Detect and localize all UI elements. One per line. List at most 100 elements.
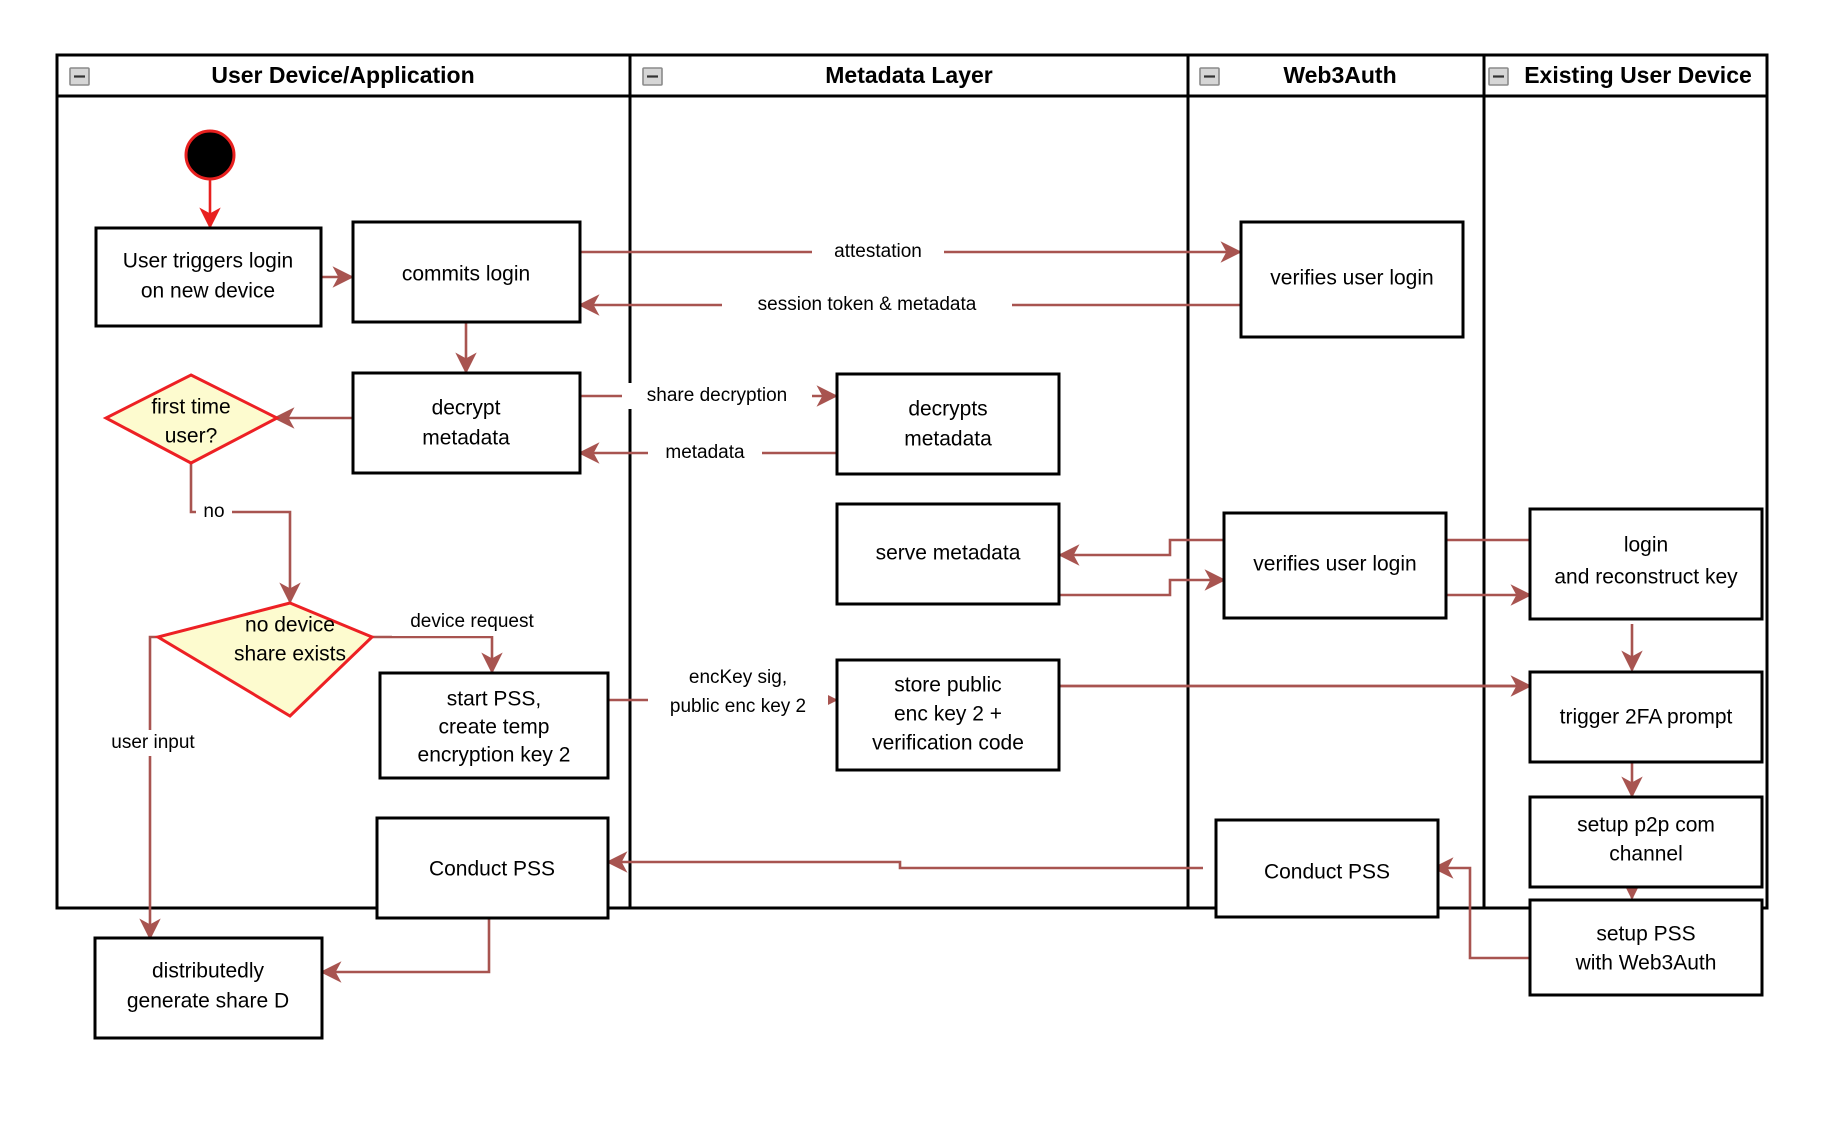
edge-labels: attestation session token & metadata sha… bbox=[96, 239, 1012, 756]
edge-serve-metadata-to-verifies bbox=[1060, 569, 1226, 597]
edge-label-no: no bbox=[203, 501, 224, 522]
node-label-line-1: Conduct PSS bbox=[429, 858, 555, 881]
node-login-and-reconstruct-key[interactable]: login and reconstruct key bbox=[1528, 507, 1764, 621]
node-box[interactable] bbox=[1214, 818, 1440, 919]
label-bg bbox=[96, 730, 211, 756]
node-verifies-user-login-top[interactable]: verifies user login bbox=[1239, 220, 1465, 339]
node-verifies-user-login-mid[interactable]: verifies user login bbox=[1222, 511, 1448, 620]
node-label-line-1: User triggers login bbox=[123, 250, 293, 273]
node-serve-metadata[interactable]: serve metadata bbox=[835, 502, 1061, 606]
node-label-line-3: encryption key 2 bbox=[418, 744, 571, 767]
edge-label-user-input: user input bbox=[111, 732, 195, 753]
node-label-line-1: setup PSS bbox=[1596, 923, 1695, 946]
lane-header-user-device[interactable]: User Device/Application bbox=[69, 62, 475, 88]
node-box[interactable] bbox=[351, 371, 582, 475]
node-distributedly-generate-share-d[interactable]: distributedly generate share D bbox=[93, 936, 324, 1040]
node-label-line-2: metadata bbox=[422, 427, 510, 450]
node-label-line-2: user? bbox=[165, 425, 218, 448]
label-bg bbox=[648, 440, 762, 466]
node-no-device-share-exists[interactable]: no device share exists bbox=[154, 601, 375, 718]
lane-title-web3auth: Web3Auth bbox=[1283, 62, 1396, 88]
node-label-line-1: login bbox=[1624, 534, 1668, 557]
edge-label-enckey-sig-line-1: encKey sig, bbox=[689, 667, 787, 688]
node-box[interactable] bbox=[378, 671, 610, 780]
node-box[interactable] bbox=[93, 936, 324, 1040]
label-bg bbox=[196, 499, 232, 525]
edge-device-request bbox=[370, 635, 503, 674]
label-bg bbox=[648, 666, 828, 720]
node-label-line-1: distributedly bbox=[152, 960, 265, 983]
lane-title-existing-device: Existing User Device bbox=[1524, 62, 1752, 88]
node-trigger-2fa-prompt[interactable]: trigger 2FA prompt bbox=[1528, 670, 1764, 764]
node-user-triggers-login[interactable]: User triggers login on new device bbox=[94, 226, 323, 328]
edge-label-metadata: metadata bbox=[665, 442, 745, 463]
node-label-line-3: verification code bbox=[872, 732, 1024, 755]
lane-frame bbox=[55, 53, 1769, 910]
node-label-line-1: trigger 2FA prompt bbox=[1560, 706, 1733, 729]
node-label-line-2: generate share D bbox=[127, 990, 289, 1013]
node-label-line-2: create temp bbox=[439, 716, 550, 739]
start-circle bbox=[184, 129, 236, 181]
node-box[interactable] bbox=[835, 372, 1061, 476]
node-decrypt-metadata[interactable]: decrypt metadata bbox=[351, 371, 582, 475]
decision-diamond[interactable] bbox=[154, 601, 375, 718]
node-label-line-1: verifies user login bbox=[1270, 267, 1433, 290]
node-label-line-1: setup p2p com bbox=[1577, 814, 1715, 837]
decision-diamond[interactable] bbox=[102, 373, 281, 465]
node-label-line-2: metadata bbox=[904, 428, 992, 451]
node-label-line-1: decrypts bbox=[908, 398, 987, 421]
start-node bbox=[184, 129, 236, 181]
edge-conduct-pss-to-share-d bbox=[320, 918, 491, 983]
node-box[interactable] bbox=[1528, 670, 1764, 764]
node-label-line-2: with Web3Auth bbox=[1575, 952, 1717, 975]
edge-label-session-token: session token & metadata bbox=[758, 294, 977, 315]
edge-label-device-request: device request bbox=[410, 611, 534, 632]
node-box[interactable] bbox=[1239, 220, 1465, 339]
node-label-line-1: start PSS, bbox=[447, 688, 542, 711]
node-label-line-1: decrypt bbox=[432, 397, 501, 420]
node-decrypts-metadata[interactable]: decrypts metadata bbox=[835, 372, 1061, 476]
node-conduct-pss-web3auth[interactable]: Conduct PSS bbox=[1214, 818, 1440, 919]
node-box[interactable] bbox=[94, 226, 323, 328]
node-box[interactable] bbox=[1528, 795, 1764, 889]
lane-title-metadata: Metadata Layer bbox=[825, 62, 993, 88]
label-bg bbox=[722, 292, 1012, 318]
node-label-line-1: first time bbox=[151, 396, 230, 419]
node-box[interactable] bbox=[835, 502, 1061, 606]
lane-header-web3auth[interactable]: Web3Auth bbox=[1199, 62, 1397, 88]
lane-title-user-device: User Device/Application bbox=[211, 62, 474, 88]
node-setup-pss-with-web3auth[interactable]: setup PSS with Web3Auth bbox=[1528, 898, 1764, 997]
node-box[interactable] bbox=[375, 816, 610, 920]
label-bg bbox=[812, 239, 944, 265]
edge-setup-pss-to-conduct-pss-right bbox=[1432, 857, 1530, 960]
node-label-line-1: Conduct PSS bbox=[1264, 861, 1390, 884]
node-box[interactable] bbox=[351, 220, 582, 324]
node-label-line-2: on new device bbox=[141, 280, 275, 303]
lane-header-metadata[interactable]: Metadata Layer bbox=[642, 62, 993, 88]
label-bg bbox=[392, 610, 552, 636]
node-label-line-1: commits login bbox=[402, 263, 530, 286]
node-label-line-2: channel bbox=[1609, 843, 1683, 866]
edge-label-share-decryption: share decryption bbox=[647, 385, 787, 406]
edge-verifies-to-serve-metadata bbox=[1058, 538, 1224, 566]
node-label-line-1: store public bbox=[894, 674, 1001, 697]
node-first-time-user[interactable]: first time user? bbox=[102, 373, 281, 465]
node-box[interactable] bbox=[1528, 898, 1764, 997]
node-store-public-enc-key[interactable]: store public enc key 2 + verification co… bbox=[835, 658, 1061, 772]
node-conduct-pss-user-device[interactable]: Conduct PSS bbox=[375, 816, 610, 920]
lane-header-existing-device[interactable]: Existing User Device bbox=[1488, 62, 1752, 88]
node-setup-p2p-com-channel[interactable]: setup p2p com channel bbox=[1528, 795, 1764, 889]
node-label-line-2: share exists bbox=[234, 643, 346, 666]
node-box[interactable] bbox=[1222, 511, 1448, 620]
node-box[interactable] bbox=[835, 658, 1061, 772]
node-label-line-1: serve metadata bbox=[876, 542, 1021, 565]
node-commits-login[interactable]: commits login bbox=[351, 220, 582, 324]
edge-no-to-no-device-share bbox=[189, 463, 301, 604]
diagram-outer-border bbox=[55, 53, 1769, 910]
node-box[interactable] bbox=[1528, 507, 1764, 621]
edge-label-attestation: attestation bbox=[834, 241, 922, 262]
node-start-pss[interactable]: start PSS, create temp encryption key 2 bbox=[378, 671, 610, 780]
edge-conduct-pss-right-to-left bbox=[606, 851, 1203, 873]
